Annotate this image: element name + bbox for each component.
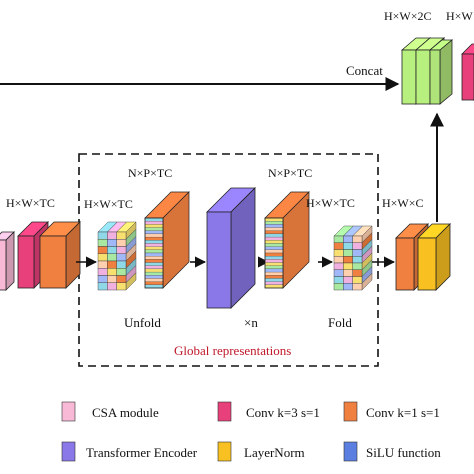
legend-item: LayerNorm <box>217 441 305 462</box>
top-right-slab <box>461 43 474 101</box>
legend-label: Conv k=1 s=1 <box>366 405 440 420</box>
legend-item: SiLU function <box>343 441 441 462</box>
legend-item: Conv k=3 s=1 <box>217 401 320 422</box>
left-pink-slab <box>0 231 15 291</box>
legend-swatch <box>343 441 358 462</box>
legend: CSA module Conv k=3 s=1 Conv k=1 s=1Transf… <box>61 401 441 462</box>
global-representations-label: Global representations <box>174 343 291 358</box>
legend-label: CSA module <box>92 405 159 420</box>
legend-swatch <box>343 401 358 422</box>
inner-right-dim-label: H×W×TC <box>306 196 355 210</box>
legend-swatch <box>217 441 232 462</box>
legend-swatch <box>61 441 76 462</box>
fold-cube <box>333 225 373 291</box>
unfold-input-cube <box>97 221 137 291</box>
legend-label: SiLU function <box>366 445 441 460</box>
transformer-encoder-block <box>206 187 256 309</box>
encoder-slab <box>206 187 256 309</box>
left-conv-blocks <box>17 221 81 289</box>
npt-left-label: N×P×TC <box>128 166 172 180</box>
fold-output-cube <box>333 225 373 291</box>
unfolded-patches-stack <box>144 191 190 289</box>
legend-item: Conv k=1 s=1 <box>343 401 440 422</box>
legend-label: LayerNorm <box>244 445 305 460</box>
concat-block <box>400 37 454 105</box>
unfold-cube <box>97 221 137 291</box>
fold-label: Fold <box>328 315 352 330</box>
legend-swatch <box>217 401 232 422</box>
legend-label: Conv k=3 s=1 <box>246 405 320 420</box>
left-stack <box>144 191 190 289</box>
right-stack <box>264 191 310 289</box>
top-dim-label: H×W×2C <box>384 9 432 23</box>
left-dim-label: H×W×TC <box>6 196 55 210</box>
legend-swatch <box>61 401 76 422</box>
left-conv1-slab <box>39 221 81 289</box>
top-right-block <box>461 43 474 101</box>
inner-left-dim-label: H×W×TC <box>84 197 133 211</box>
legend-label: Transformer Encoder <box>86 445 198 460</box>
encoded-patches-stack <box>264 191 310 289</box>
concat-slab-3 <box>428 39 454 105</box>
legend-item: Transformer Encoder <box>61 441 198 462</box>
legend-item: CSA module <box>61 401 159 422</box>
left-csa-block <box>0 231 15 291</box>
unfold-label: Unfold <box>124 315 161 330</box>
top-dim-label-cut: H×W <box>446 9 473 23</box>
right-conv-blocks <box>395 223 451 291</box>
npt-right-label: N×P×TC <box>268 166 312 180</box>
concat-label: Concat <box>346 63 383 78</box>
right-layernorm-slab <box>417 223 451 291</box>
times-n-label: ×n <box>244 315 258 330</box>
right-dim-label: H×W×C <box>382 196 424 210</box>
